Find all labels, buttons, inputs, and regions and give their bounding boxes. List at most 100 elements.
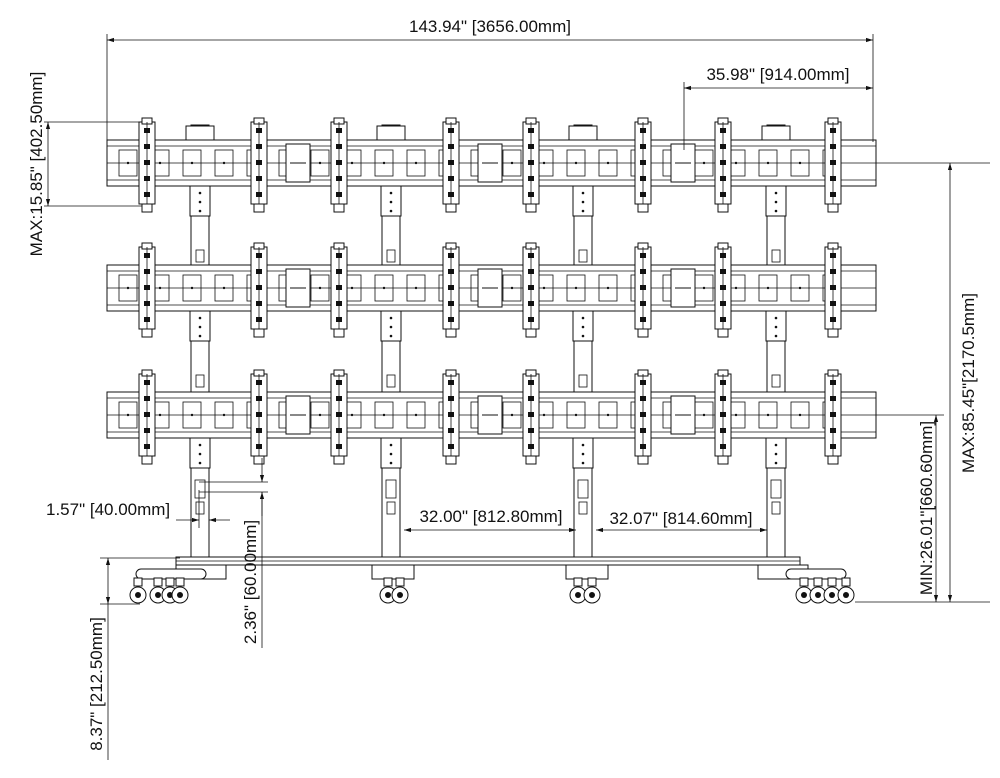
wheel-hub — [155, 592, 161, 598]
mount-clip — [830, 380, 836, 385]
mount-clip — [528, 317, 534, 322]
mount-foot — [333, 203, 345, 213]
wheel-hub — [135, 592, 141, 598]
base-frame — [135, 556, 847, 580]
mount-clip — [256, 428, 262, 433]
mount-clip — [144, 144, 150, 149]
rail-hole — [766, 161, 770, 165]
bolt — [198, 443, 202, 447]
bolt — [389, 316, 393, 320]
mount-foot — [445, 328, 457, 338]
mount-clip — [640, 176, 646, 181]
mount-clip — [640, 396, 646, 401]
rail-hole — [702, 413, 706, 417]
mount-clip — [336, 144, 342, 149]
mount-clip — [144, 380, 150, 385]
mount-foot — [827, 328, 839, 338]
bolt — [198, 452, 202, 456]
rail-panel — [310, 274, 330, 302]
mount-clip — [336, 160, 342, 165]
rail-panel — [182, 274, 202, 302]
rail-hole — [414, 413, 418, 417]
mount-clip — [256, 317, 262, 322]
mount-clip — [448, 380, 454, 385]
mount-foot — [525, 455, 537, 465]
base-foot — [371, 564, 415, 580]
bolt — [774, 191, 778, 195]
rail-hole — [734, 413, 738, 417]
mount-clip — [528, 160, 534, 165]
rail-panel — [214, 274, 234, 302]
rail-hole — [766, 286, 770, 290]
mount-clip — [720, 380, 726, 385]
max-mount-height-label: MAX:15.85" [402.50mm] — [27, 72, 46, 257]
caster-stem — [587, 577, 597, 587]
pole-gap-b-label: 32.07" [814.60mm] — [609, 509, 752, 528]
mount-clip — [256, 128, 262, 133]
mount-clip — [720, 412, 726, 417]
rail-panel — [182, 401, 202, 429]
mount-clip — [528, 396, 534, 401]
rail-hole — [574, 413, 578, 417]
pole-slot — [577, 479, 589, 499]
pole-slot — [195, 501, 205, 515]
mount-clip — [144, 192, 150, 197]
caster-stem — [175, 577, 185, 587]
bolt — [774, 209, 778, 213]
dimension-lines — [44, 34, 990, 760]
pole-gap-a-label: 32.00" [812.80mm] — [419, 507, 562, 526]
mount-clip — [640, 192, 646, 197]
rail-hole — [350, 286, 354, 290]
mount-clip — [720, 253, 726, 258]
mount-clip — [144, 396, 150, 401]
mount-foot — [827, 203, 839, 213]
wheel-hub — [167, 592, 173, 598]
mount-clip — [720, 301, 726, 306]
mount-clip — [256, 253, 262, 258]
rail-panel — [502, 274, 522, 302]
mount-clip — [640, 428, 646, 433]
rail-hole — [318, 413, 322, 417]
mount-clip — [720, 285, 726, 290]
mount-clip — [720, 269, 726, 274]
bolt — [389, 200, 393, 204]
mount-clip — [528, 253, 534, 258]
mount-clip — [830, 192, 836, 197]
mount-clip — [528, 285, 534, 290]
bolt — [774, 443, 778, 447]
mount-clip — [256, 412, 262, 417]
bolt — [198, 316, 202, 320]
rail-hole — [158, 413, 162, 417]
mount-foot — [141, 203, 153, 213]
pole-cap — [185, 125, 215, 141]
pole-slot — [195, 374, 205, 388]
mount-clip — [640, 301, 646, 306]
rail-panel — [790, 274, 810, 302]
rail-panel — [566, 401, 586, 429]
mount-clip — [830, 301, 836, 306]
bolt — [581, 200, 585, 204]
mount-foot — [253, 203, 265, 213]
mount-clip — [336, 128, 342, 133]
rail-hole — [190, 413, 194, 417]
min-lowest-height-label: MIN:26.01"[660.60mm] — [917, 421, 936, 595]
mount-foot — [717, 328, 729, 338]
bolt — [774, 200, 778, 204]
caster-stem — [153, 577, 163, 587]
rail-hole — [126, 161, 130, 165]
mount-clip — [448, 144, 454, 149]
pole-slot — [386, 501, 396, 515]
mount-clip — [720, 317, 726, 322]
bolt — [389, 452, 393, 456]
rail-panel — [502, 149, 522, 177]
mount-clip — [256, 301, 262, 306]
rail-hole — [542, 161, 546, 165]
mount-clip — [256, 380, 262, 385]
bolt — [581, 334, 585, 338]
caster-stem — [813, 577, 823, 587]
mount-clip — [830, 269, 836, 274]
mount-clip — [336, 396, 342, 401]
rail-panel — [758, 274, 778, 302]
mount-clip — [256, 396, 262, 401]
mount-clip — [830, 144, 836, 149]
